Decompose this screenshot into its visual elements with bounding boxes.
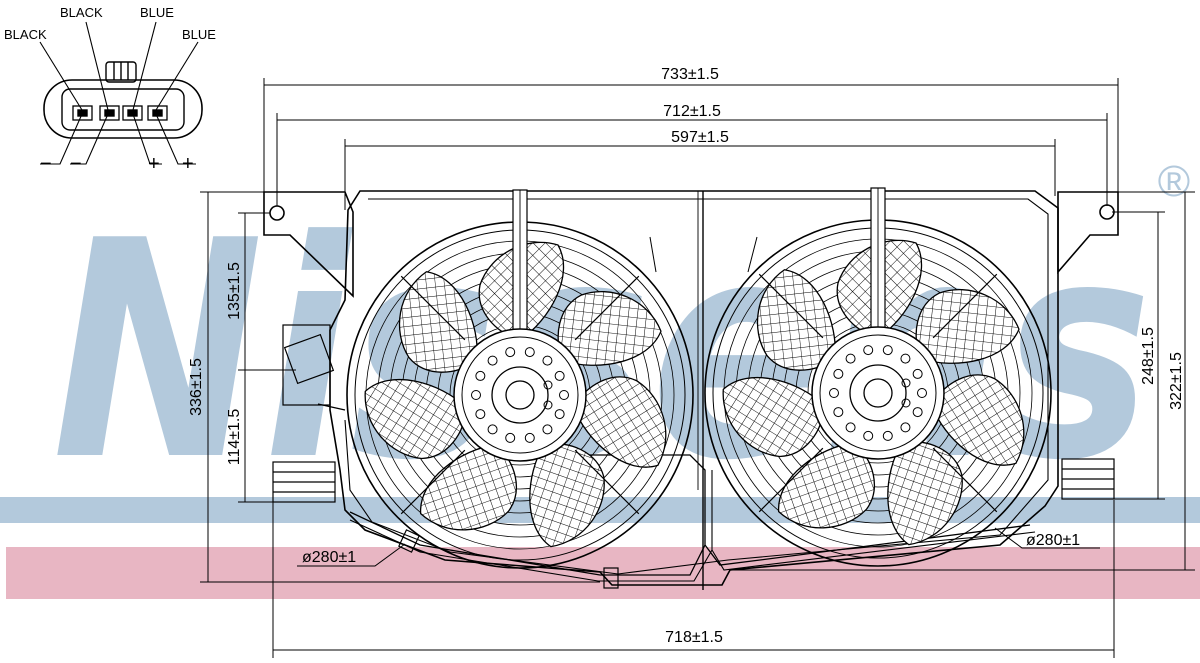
wiring-harness xyxy=(349,454,1031,576)
fan-blade xyxy=(557,291,662,366)
polarity-3: + xyxy=(148,153,160,175)
dim-336: 336±1.5 xyxy=(188,358,205,416)
dim-718: 718±1.5 xyxy=(665,629,723,646)
fan-blade xyxy=(930,374,1025,466)
connector-inner xyxy=(61,88,185,131)
polarity-1: − xyxy=(40,153,52,175)
dim-114: 114±1.5 xyxy=(226,409,243,466)
wire-label-3: BLUE xyxy=(140,5,174,20)
wire-leaders xyxy=(39,21,199,165)
fan-blade xyxy=(778,441,875,529)
motor-connector xyxy=(282,324,346,411)
fan-blade xyxy=(420,443,517,531)
polarity-labels: − − + + xyxy=(40,153,194,175)
fan-blade xyxy=(887,441,963,546)
fan-blade xyxy=(398,271,478,373)
motor-hub xyxy=(811,326,945,460)
right-bracket xyxy=(1061,458,1115,500)
polarity-4: + xyxy=(182,153,194,175)
dim-fan-right-diameter: ø280±1 xyxy=(1026,532,1080,549)
harness-clip xyxy=(398,529,420,553)
dim-712: 712±1.5 xyxy=(663,103,721,120)
fan-left xyxy=(346,189,694,569)
dim-135: 135±1.5 xyxy=(226,262,243,320)
fan-blade xyxy=(364,378,468,460)
fan-blades xyxy=(364,241,667,548)
dimension-labels: 733±1.5 712±1.5 597±1.5 718±1.5 336±1.5 … xyxy=(188,66,1185,646)
watermark-band-pink xyxy=(6,547,1200,599)
connector-pin xyxy=(72,105,93,121)
left-bracket xyxy=(272,461,336,503)
harness-clip xyxy=(603,567,619,589)
dim-fan-left-diameter: ø280±1 xyxy=(302,549,356,566)
connector-pin xyxy=(122,105,143,121)
motor-shaft xyxy=(505,380,535,410)
right-mount-ear xyxy=(1057,191,1119,275)
dim-322: 322±1.5 xyxy=(1168,352,1185,410)
dimension-lines xyxy=(200,78,1195,658)
motor-shaft xyxy=(863,378,893,408)
polarity-2: − xyxy=(70,153,82,175)
connector-housing xyxy=(43,79,203,139)
fan-blade xyxy=(572,376,667,468)
fan-blade xyxy=(915,289,1020,364)
connector-pinout xyxy=(39,21,203,165)
wire-label-4: BLUE xyxy=(182,27,216,42)
wire-label-2: BLACK xyxy=(60,5,103,20)
fan-blade xyxy=(756,269,836,371)
fan-right xyxy=(704,187,1052,567)
connector-pins xyxy=(72,105,168,121)
fan-blade xyxy=(529,443,605,548)
motor-hub xyxy=(453,328,587,462)
dim-597: 597±1.5 xyxy=(671,129,729,146)
dim-733: 733±1.5 xyxy=(661,66,719,83)
fans xyxy=(346,187,1052,569)
connector-pin xyxy=(147,105,168,121)
wire-labels: BLACK BLACK BLUE BLUE xyxy=(4,5,216,42)
connector-pin xyxy=(99,105,120,121)
dim-248: 248±1.5 xyxy=(1140,327,1157,385)
fan-blade xyxy=(722,376,826,458)
wire-label-1: BLACK xyxy=(4,27,47,42)
